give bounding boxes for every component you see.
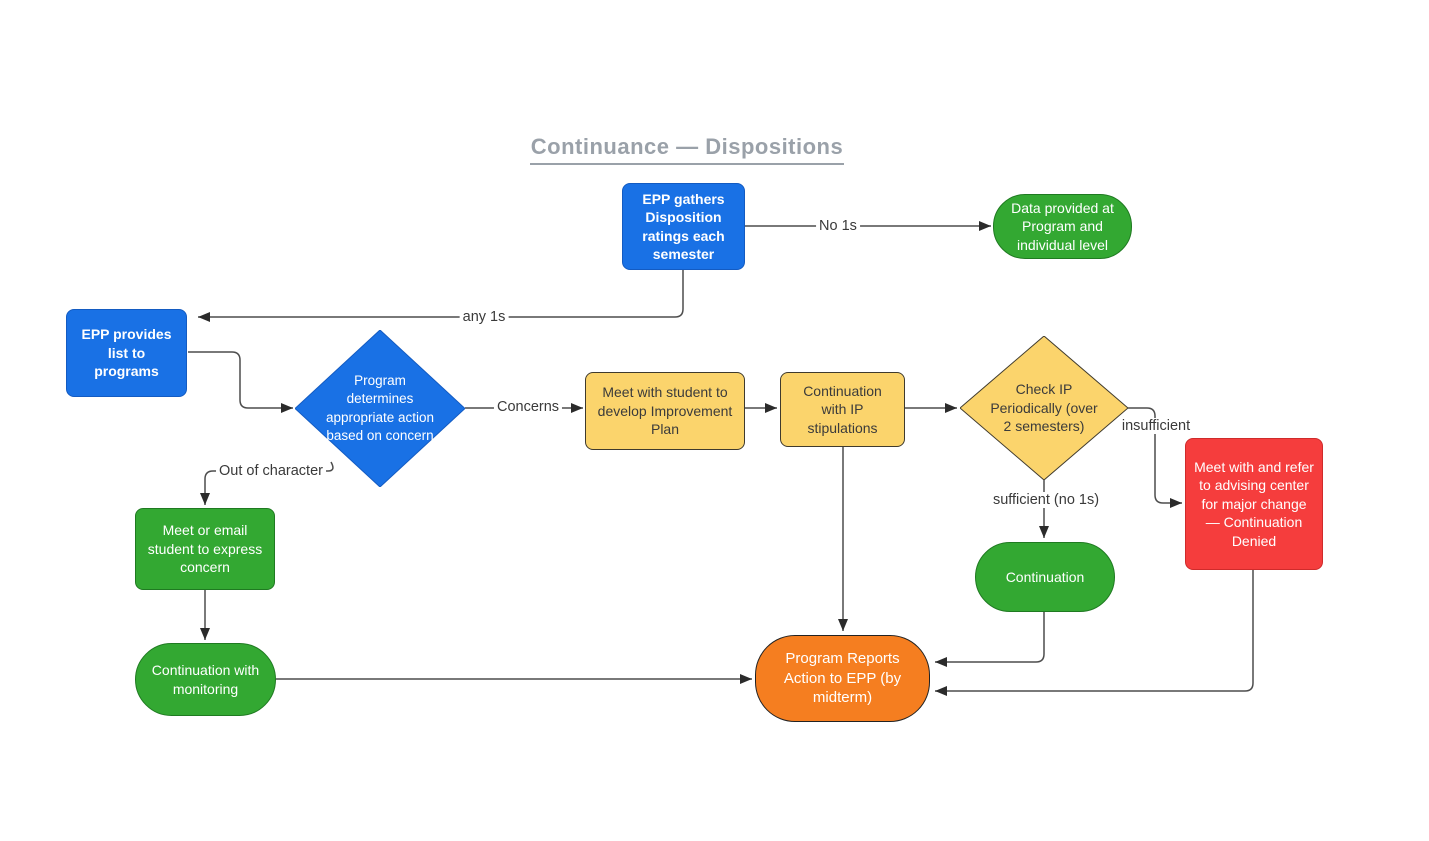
node-meet-or-email: Meet or email student to express concern	[135, 508, 275, 590]
node-epp-provides-list-label: EPP provides list to programs	[81, 326, 172, 380]
diamond-shape	[960, 336, 1128, 480]
edge-label-no-1s: No 1s	[816, 218, 860, 234]
node-continuation-label: Continuation	[1005, 568, 1085, 585]
edge-label-insufficient: insufficient	[1118, 418, 1194, 434]
node-meet-or-email-label: Meet or email student to express concern	[147, 522, 263, 576]
node-program-determines-label: Program determines appropriate action ba…	[325, 373, 435, 443]
node-data-provided: Data provided at Program and individual …	[993, 194, 1132, 259]
node-continuation-denied: Meet with and refer to advising center f…	[1185, 438, 1323, 570]
diamond-shape	[295, 330, 465, 487]
node-epp-gathers: EPP gathers Disposition ratings each sem…	[622, 183, 745, 270]
node-program-reports-label: Program Reports Action to EPP (by midter…	[783, 649, 902, 707]
node-continuation-monitoring: Continuation with monitoring	[135, 643, 276, 716]
node-epp-provides-list: EPP provides list to programs	[66, 309, 187, 397]
edge-provides-to-determine	[188, 351, 293, 413]
node-improvement-plan: Meet with student to develop Improvement…	[585, 372, 745, 450]
edge-gather-to-provides	[198, 270, 684, 322]
node-data-provided-label: Data provided at Program and individual …	[1011, 199, 1114, 253]
node-continuation-ip-label: Continuation with IP stipulations	[803, 382, 882, 436]
edge-label-sufficient: sufficient (no 1s)	[989, 492, 1103, 508]
node-continuation-ip: Continuation with IP stipulations	[780, 372, 905, 447]
edge-continuation-to-reports	[935, 612, 1045, 667]
node-epp-gathers-label: EPP gathers Disposition ratings each sem…	[642, 190, 725, 262]
node-check-ip-decision: Check IP Periodically (over 2 semesters)	[960, 336, 1128, 480]
node-continuation: Continuation	[975, 542, 1115, 612]
edge-label-any-1s: any 1s	[459, 309, 509, 325]
page-title: Continuance — Dispositions	[530, 134, 844, 165]
node-continuation-monitoring-label: Continuation with monitoring	[151, 662, 260, 697]
node-improvement-plan-label: Meet with student to develop Improvement…	[597, 384, 733, 438]
node-check-ip-label: Check IP Periodically (over 2 semesters)	[990, 380, 1098, 435]
edge-label-concerns: Concerns	[493, 399, 563, 415]
node-continuation-denied-label: Meet with and refer to advising center f…	[1194, 458, 1314, 549]
node-program-reports: Program Reports Action to EPP (by midter…	[755, 635, 930, 722]
node-program-determines-decision: Program determines appropriate action ba…	[295, 330, 465, 487]
edge-label-out-of-character: Out of character	[216, 463, 326, 479]
